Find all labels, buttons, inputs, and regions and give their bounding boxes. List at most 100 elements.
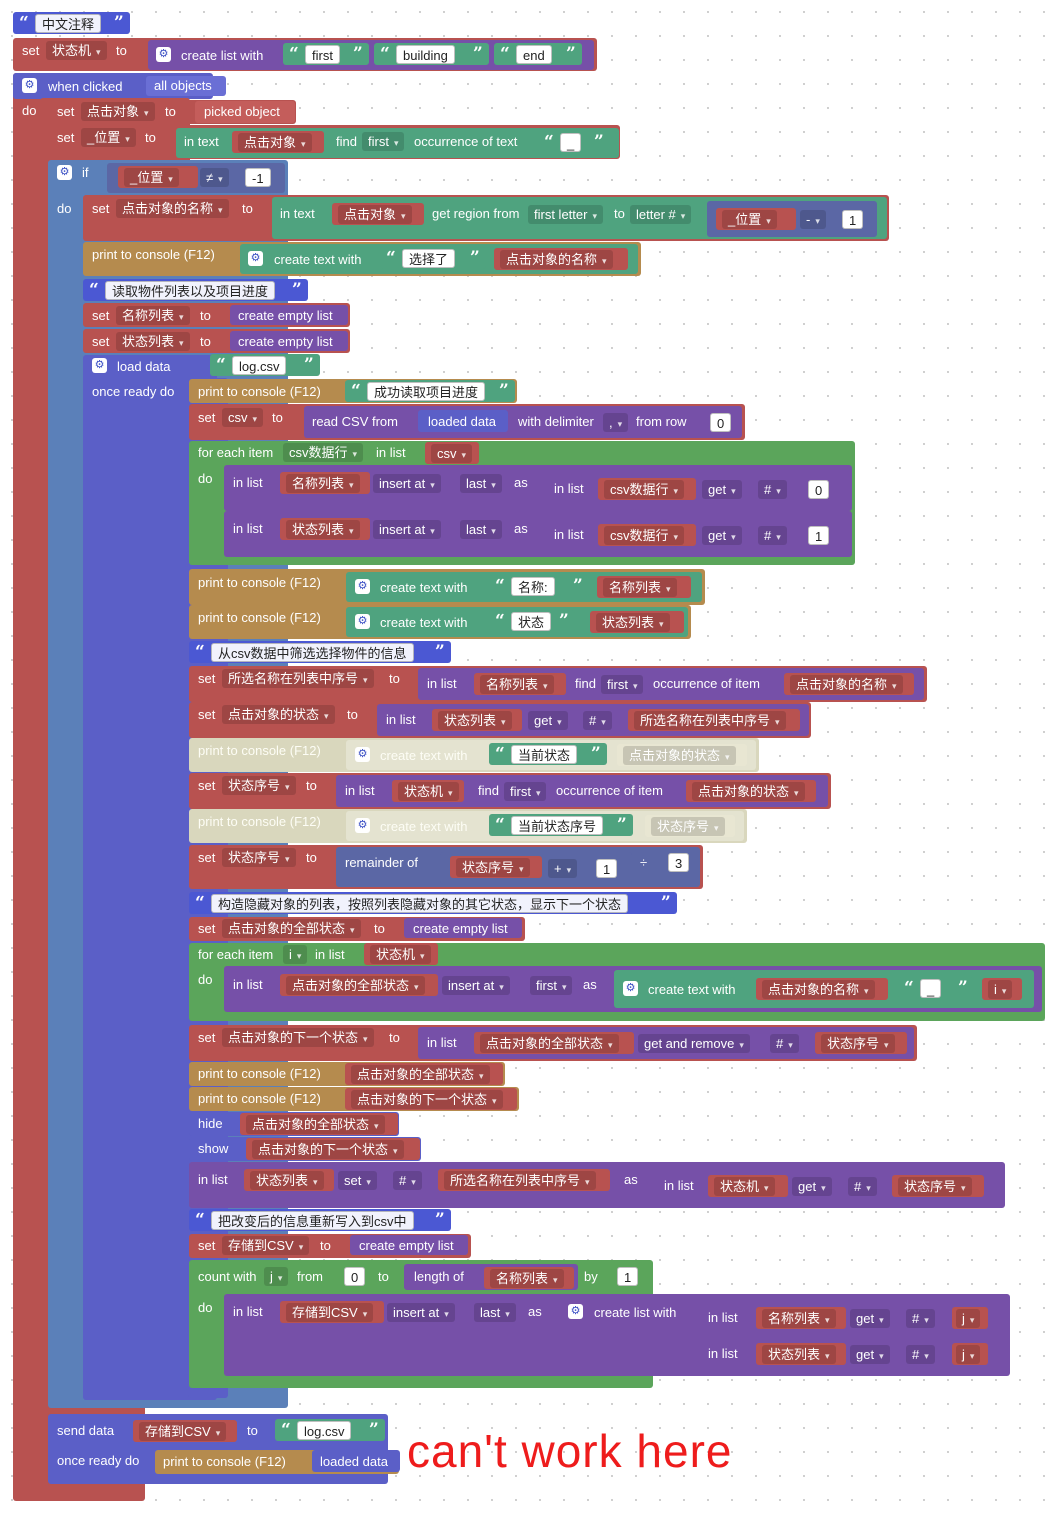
- var-csv[interactable]: csv: [222, 408, 264, 427]
- dropdown-first[interactable]: first: [530, 976, 573, 995]
- var-store-csv[interactable]: 存储到CSV: [222, 1236, 310, 1255]
- dropdown-first[interactable]: first: [601, 675, 644, 694]
- dropdown-get[interactable]: get: [528, 711, 568, 730]
- dropdown-insert-at[interactable]: insert at: [387, 1303, 455, 1322]
- var-clicked-name[interactable]: 点击对象的名称: [116, 199, 229, 218]
- var-selected-index[interactable]: 所选名称在列表中序号: [222, 669, 374, 688]
- op-plus[interactable]: +: [548, 859, 578, 878]
- var-state-index[interactable]: 状态序号: [456, 858, 530, 877]
- op-minus[interactable]: -: [800, 210, 826, 229]
- var-all-states[interactable]: 点击对象的全部状态: [286, 976, 425, 995]
- dropdown-comma[interactable]: ,: [603, 413, 629, 432]
- var-all-states[interactable]: 点击对象的全部状态: [351, 1065, 490, 1084]
- var-all-states[interactable]: 点击对象的全部状态: [222, 919, 361, 938]
- gear-icon[interactable]: ⚙: [22, 78, 37, 93]
- dropdown-get[interactable]: get: [792, 1177, 832, 1196]
- num-0[interactable]: 0: [344, 1267, 366, 1286]
- dropdown-letter-hash[interactable]: letter #: [630, 205, 692, 224]
- num-neg1[interactable]: -1: [245, 168, 271, 187]
- var-state-list[interactable]: 状态列表: [438, 711, 512, 730]
- num-0[interactable]: 0: [710, 413, 732, 432]
- op-neq[interactable]: ≠: [200, 168, 229, 187]
- gear-icon[interactable]: ⚙: [355, 747, 370, 762]
- all-objects-value[interactable]: [146, 76, 226, 96]
- gear-icon[interactable]: ⚙: [355, 614, 370, 629]
- dropdown-first[interactable]: first: [504, 782, 547, 801]
- var-clicked-obj[interactable]: 点击对象: [238, 133, 312, 152]
- var-state-list[interactable]: 状态列表: [286, 520, 360, 539]
- var-clicked-obj[interactable]: 点击对象: [338, 205, 412, 224]
- dropdown-hash[interactable]: #: [583, 711, 612, 730]
- dropdown-last[interactable]: last: [460, 474, 502, 493]
- var-next-state[interactable]: 点击对象的下一个状态: [252, 1140, 404, 1159]
- var-state-machine[interactable]: 状态机: [370, 945, 431, 964]
- dropdown-get[interactable]: get: [702, 526, 742, 545]
- var-csv-row[interactable]: csv数据行: [283, 443, 364, 462]
- num-1[interactable]: 1: [808, 526, 830, 545]
- var-csv-row[interactable]: csv数据行: [604, 526, 685, 545]
- var-clicked-state[interactable]: 点击对象的状态: [222, 705, 335, 724]
- num-1[interactable]: 1: [842, 210, 864, 229]
- var-clicked-state[interactable]: 点击对象的状态: [692, 782, 805, 801]
- dropdown-hash[interactable]: #: [758, 480, 787, 499]
- read-csv-block[interactable]: [304, 406, 742, 438]
- var-state-machine[interactable]: 状态机: [398, 782, 459, 801]
- var-state-index[interactable]: 状态序号: [222, 848, 296, 867]
- var-name-list[interactable]: 名称列表: [603, 578, 677, 597]
- var-state-machine[interactable]: 状态机: [46, 41, 107, 60]
- string-end-value[interactable]: end: [516, 45, 552, 64]
- create-empty-list[interactable]: [350, 1235, 468, 1255]
- var-name-list[interactable]: 名称列表: [490, 1269, 564, 1288]
- num-0[interactable]: 0: [808, 480, 830, 499]
- dropdown-hash[interactable]: #: [393, 1171, 422, 1190]
- string-log-csv-value[interactable]: log.csv: [232, 356, 287, 375]
- gear-icon[interactable]: ⚙: [92, 358, 107, 373]
- string-building-value[interactable]: building: [396, 45, 455, 64]
- create-empty-list[interactable]: [230, 331, 348, 351]
- num-1[interactable]: 1: [596, 859, 618, 878]
- var-clicked-name[interactable]: 点击对象的名称: [790, 675, 903, 694]
- string-name-colon-value[interactable]: 名称:: [511, 577, 555, 596]
- var-next-state[interactable]: 点击对象的下一个状态: [222, 1028, 374, 1047]
- string-log-csv-value[interactable]: log.csv: [297, 1421, 352, 1440]
- var-state-index[interactable]: 状态序号: [651, 817, 725, 836]
- string-first-value[interactable]: first: [305, 45, 340, 64]
- var-state-index[interactable]: 状态序号: [898, 1177, 972, 1196]
- var-name-list[interactable]: 名称列表: [762, 1309, 836, 1328]
- var-j[interactable]: j: [956, 1345, 981, 1364]
- loaded-data-slot[interactable]: [418, 410, 508, 432]
- var-position[interactable]: _位置: [81, 128, 136, 147]
- var-state-list[interactable]: 状态列表: [116, 332, 190, 351]
- string-selected-value[interactable]: 选择了: [402, 249, 456, 268]
- dropdown-insert-at[interactable]: insert at: [373, 474, 441, 493]
- var-csv-row[interactable]: csv数据行: [604, 480, 685, 499]
- dropdown-hash[interactable]: #: [906, 1309, 935, 1328]
- var-name-list[interactable]: 名称列表: [286, 474, 360, 493]
- var-csv[interactable]: csv: [431, 444, 473, 463]
- gear-icon[interactable]: ⚙: [355, 579, 370, 594]
- string-underscore-value[interactable]: _: [920, 979, 942, 998]
- var-clicked-name[interactable]: 点击对象的名称: [762, 980, 875, 999]
- var-all-states[interactable]: 点击对象的全部状态: [246, 1115, 385, 1134]
- gear-icon[interactable]: ⚙: [248, 251, 263, 266]
- dropdown-hash[interactable]: #: [758, 526, 787, 545]
- create-empty-list[interactable]: [230, 305, 348, 325]
- dropdown-first[interactable]: first: [362, 132, 405, 151]
- dropdown-last[interactable]: last: [474, 1303, 516, 1322]
- picked-object-value[interactable]: [195, 101, 295, 123]
- dropdown-get[interactable]: get: [702, 480, 742, 499]
- gear-icon[interactable]: ⚙: [355, 818, 370, 833]
- dropdown-hash[interactable]: #: [906, 1345, 935, 1364]
- string-state-value[interactable]: 状态: [511, 612, 552, 631]
- loaded-data-slot[interactable]: [312, 1450, 400, 1472]
- string-read-success-value[interactable]: 成功读取项目进度: [367, 382, 486, 401]
- create-empty-list[interactable]: [404, 918, 522, 938]
- dropdown-last[interactable]: last: [460, 520, 502, 539]
- var-name-list[interactable]: 名称列表: [480, 675, 554, 694]
- var-store-csv[interactable]: 存储到CSV: [139, 1422, 227, 1441]
- var-state-index[interactable]: 状态序号: [821, 1034, 895, 1053]
- var-position[interactable]: _位置: [124, 168, 179, 187]
- var-j[interactable]: j: [264, 1267, 289, 1286]
- string-current-state-value[interactable]: 当前状态: [511, 745, 578, 764]
- var-state-list[interactable]: 状态列表: [762, 1345, 836, 1364]
